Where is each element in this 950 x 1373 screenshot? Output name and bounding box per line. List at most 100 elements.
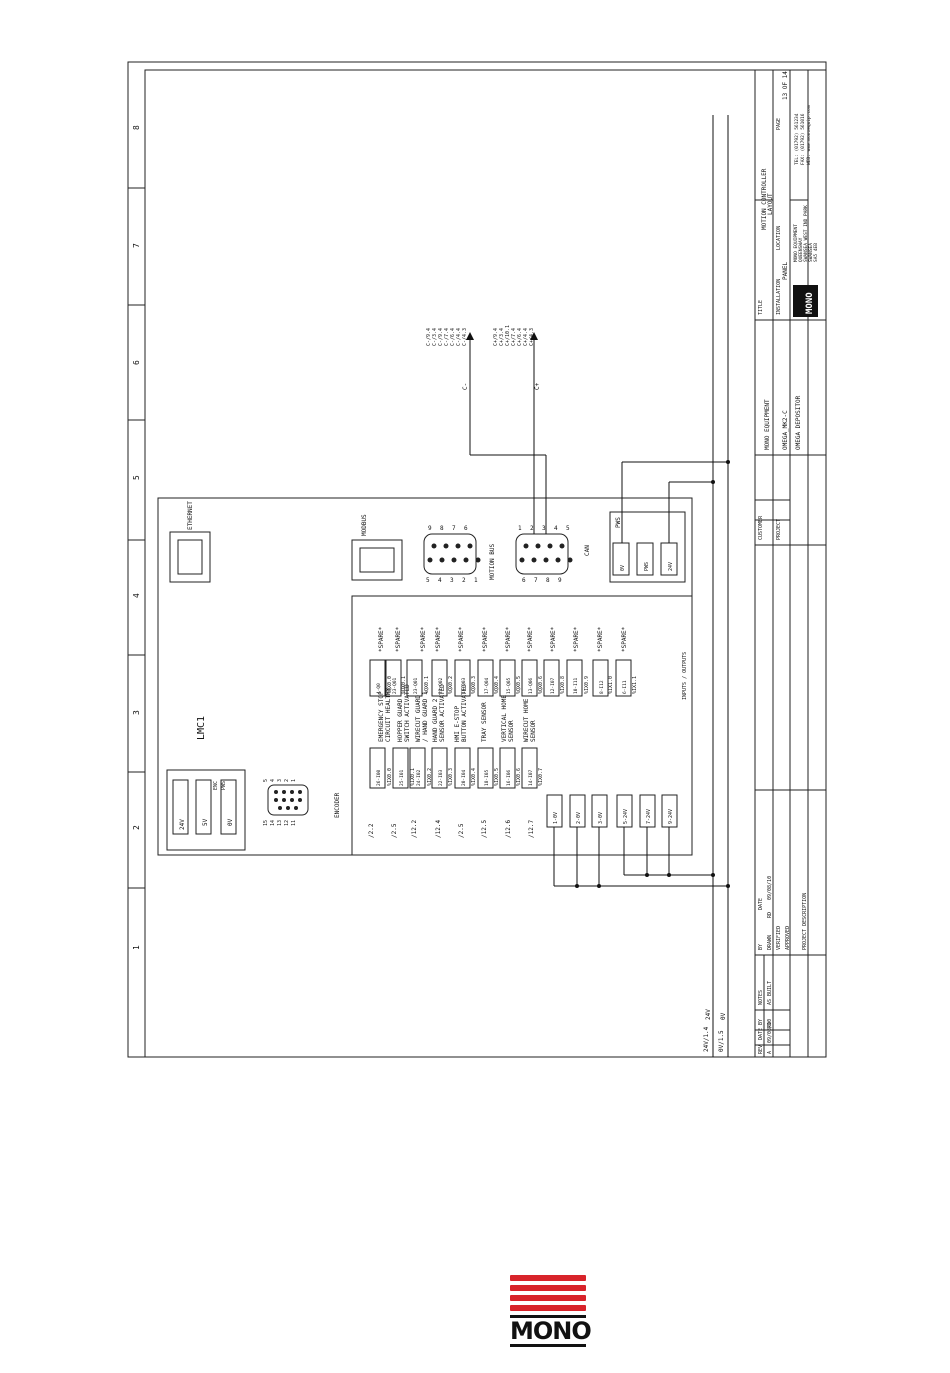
encoder-label: ENCODER xyxy=(334,792,341,818)
title-line-2: LAYOUT xyxy=(767,193,774,215)
input-row: /12.5 18-I05 TRAY SENSOR %IX0.5 xyxy=(481,702,500,838)
page-value: 13 OF 14 xyxy=(782,71,789,100)
supply-0v-ref: 0V/1.5 xyxy=(718,1030,725,1052)
output-term: 12-I07 xyxy=(550,677,556,694)
grid-number-5: 5 xyxy=(132,475,141,480)
output-term: 13-Q06 xyxy=(528,677,534,694)
db9-pin-numbers: 9 8 7 6 5 4 3 2 1 1 2 3 4 5 6 7 8 9 xyxy=(426,525,570,584)
motion-bus-label: MOTION BUS xyxy=(489,543,496,580)
encoder-pin-label: 15 xyxy=(263,820,269,826)
zone-ticks xyxy=(128,187,145,889)
inputs: /2.2 26-I00 EMERGENCY STOP CIRCUIT HEALT… xyxy=(368,684,544,838)
input-addr: %IX0.1 xyxy=(410,768,416,786)
output-term: 10-I11 xyxy=(573,677,579,694)
input-desc: VERTICAL HOME xyxy=(501,695,508,742)
input-ref: /2.5 xyxy=(458,823,465,838)
project-value: OMEGA_MK2-C xyxy=(782,410,789,450)
supply-labels: 24V/1.4 0V/1.5 24V 0V xyxy=(703,1009,727,1052)
ethernet-label: ETHERNET xyxy=(187,501,194,530)
grid-number-3: 3 xyxy=(132,710,141,715)
encoder-pin-label: 5 xyxy=(263,779,269,782)
input-addr: %IX0.5 xyxy=(494,768,500,786)
supply-term: 9-24V xyxy=(668,809,674,824)
rev-value: RD xyxy=(767,1022,773,1028)
address-line: SWANSEA xyxy=(808,243,814,262)
input-desc: WIRECUT GUARD xyxy=(415,695,422,742)
power-24v: 24V xyxy=(179,819,186,830)
input-ref: /12.2 xyxy=(411,820,418,838)
input-desc: BUTTON ACTIVATED xyxy=(461,684,468,742)
output-addr: %IX1.0 xyxy=(608,676,614,694)
input-term: 16-I06 xyxy=(506,769,512,786)
fax: FAX: (01792) 561016 xyxy=(800,113,806,165)
pws-term-0v: 0V xyxy=(620,565,626,571)
input-addr: %IX0.2 xyxy=(427,768,433,786)
output-term: 6-I11 xyxy=(622,680,628,694)
motion-bus-pin-label: 1 xyxy=(474,577,478,584)
output-row: 23-Q01 %QX0.1 *SPARE* xyxy=(413,626,430,694)
c-plus-ref: C+/10.1 xyxy=(505,325,511,346)
input-row: /2.2 26-I00 EMERGENCY STOP CIRCUIT HEALT… xyxy=(368,687,393,838)
output-addr: %QX0.3 xyxy=(471,676,477,694)
c-minus-ref: C-/7.4 xyxy=(444,328,450,346)
encoder-pin-label: 13 xyxy=(277,820,283,826)
can-cross-refs: C- C+ C-/9.4 C-/3.4 C-/9.4 C-/7.4 C-/6.4… xyxy=(426,325,541,390)
input-row: /12.2 24-I02 WIRECUT GUARD / HAND GUARD … xyxy=(411,691,433,838)
modbus-port xyxy=(351,539,403,581)
customer-value: MONO EQUIPMENT xyxy=(764,399,771,450)
checked-label: VERIFIED xyxy=(776,926,782,950)
pws-box xyxy=(609,511,686,583)
output-addr: %IX0.9 xyxy=(584,676,590,694)
rev-header: DATE xyxy=(758,1028,764,1040)
output-desc: *SPARE* xyxy=(435,626,442,652)
output-term: 19-Q03 xyxy=(461,677,467,694)
supply-24v-label: 24V xyxy=(705,1009,712,1020)
web: WEB: www.monoequip.com xyxy=(806,105,812,165)
supply-term: 1-0V xyxy=(553,812,559,824)
output-desc: *SPARE* xyxy=(621,626,628,652)
c-plus-ref: C+/3.4 xyxy=(499,328,505,346)
approved-label: APPROVED xyxy=(785,926,791,950)
lmc-labels: LMC1 24V 5V 0V ENC PWS ENCODER ETHERNET … xyxy=(179,501,688,830)
ethernet-port xyxy=(169,531,211,583)
input-term: 22-I03 xyxy=(438,769,444,786)
tel: TEL: (01792) 561234 xyxy=(794,113,800,165)
connector-pins xyxy=(274,543,573,810)
input-desc: WIRECUT HOME xyxy=(523,698,530,742)
rev-header: NOTES xyxy=(758,990,764,1005)
supply-term: 2-0V xyxy=(576,812,582,824)
logo-stripe xyxy=(510,1275,586,1281)
input-term: 14-I07 xyxy=(528,769,534,786)
can-pin-label: 2 xyxy=(530,525,534,532)
input-addr: %IX0.3 xyxy=(448,768,454,786)
c-minus-ref: C-/4.4 xyxy=(456,328,462,346)
motion-bus-pin-label: 5 xyxy=(426,577,430,584)
motion-bus-pin-label: 7 xyxy=(452,525,456,532)
encoder-pin-label: 4 xyxy=(270,779,276,782)
input-ref: /2.2 xyxy=(368,823,375,838)
power-box xyxy=(166,769,246,851)
rev-header: BY xyxy=(758,1019,764,1025)
grid-numbers: 1 2 3 4 5 6 7 8 xyxy=(132,125,141,950)
input-desc: SENSOR ACTIVATED xyxy=(439,684,446,742)
input-desc: TRAY SENSOR xyxy=(481,702,488,742)
location-label: LOCATION xyxy=(776,226,782,250)
grid-number-2: 2 xyxy=(132,825,141,830)
title-line-1: MOTION CONTROLLER xyxy=(761,168,768,230)
supply-term: 7-24V xyxy=(646,809,652,824)
input-row: /2.5 20-I04 HMI E-STOP BUTTON ACTIVATED … xyxy=(454,684,477,838)
input-row: /12.6 16-I06 VERTICAL HOME SENSOR %IX0.6 xyxy=(501,695,522,838)
input-ref: /12.6 xyxy=(505,820,512,838)
output-desc: *SPARE* xyxy=(482,626,489,652)
grid-number-6: 6 xyxy=(132,360,141,365)
output-desc: *SPARE* xyxy=(420,626,427,652)
output-addr: %QX0.0 xyxy=(387,676,393,694)
output-row: 23-Q01 %QX0.1 *SPARE* xyxy=(392,626,407,694)
c-minus-label: C- xyxy=(462,383,469,390)
page-label: PAGE xyxy=(776,118,782,130)
can-connector xyxy=(515,533,569,575)
output-desc: *SPARE* xyxy=(573,626,580,652)
input-desc: SENSOR xyxy=(530,720,537,742)
grid-number-8: 8 xyxy=(132,125,141,130)
